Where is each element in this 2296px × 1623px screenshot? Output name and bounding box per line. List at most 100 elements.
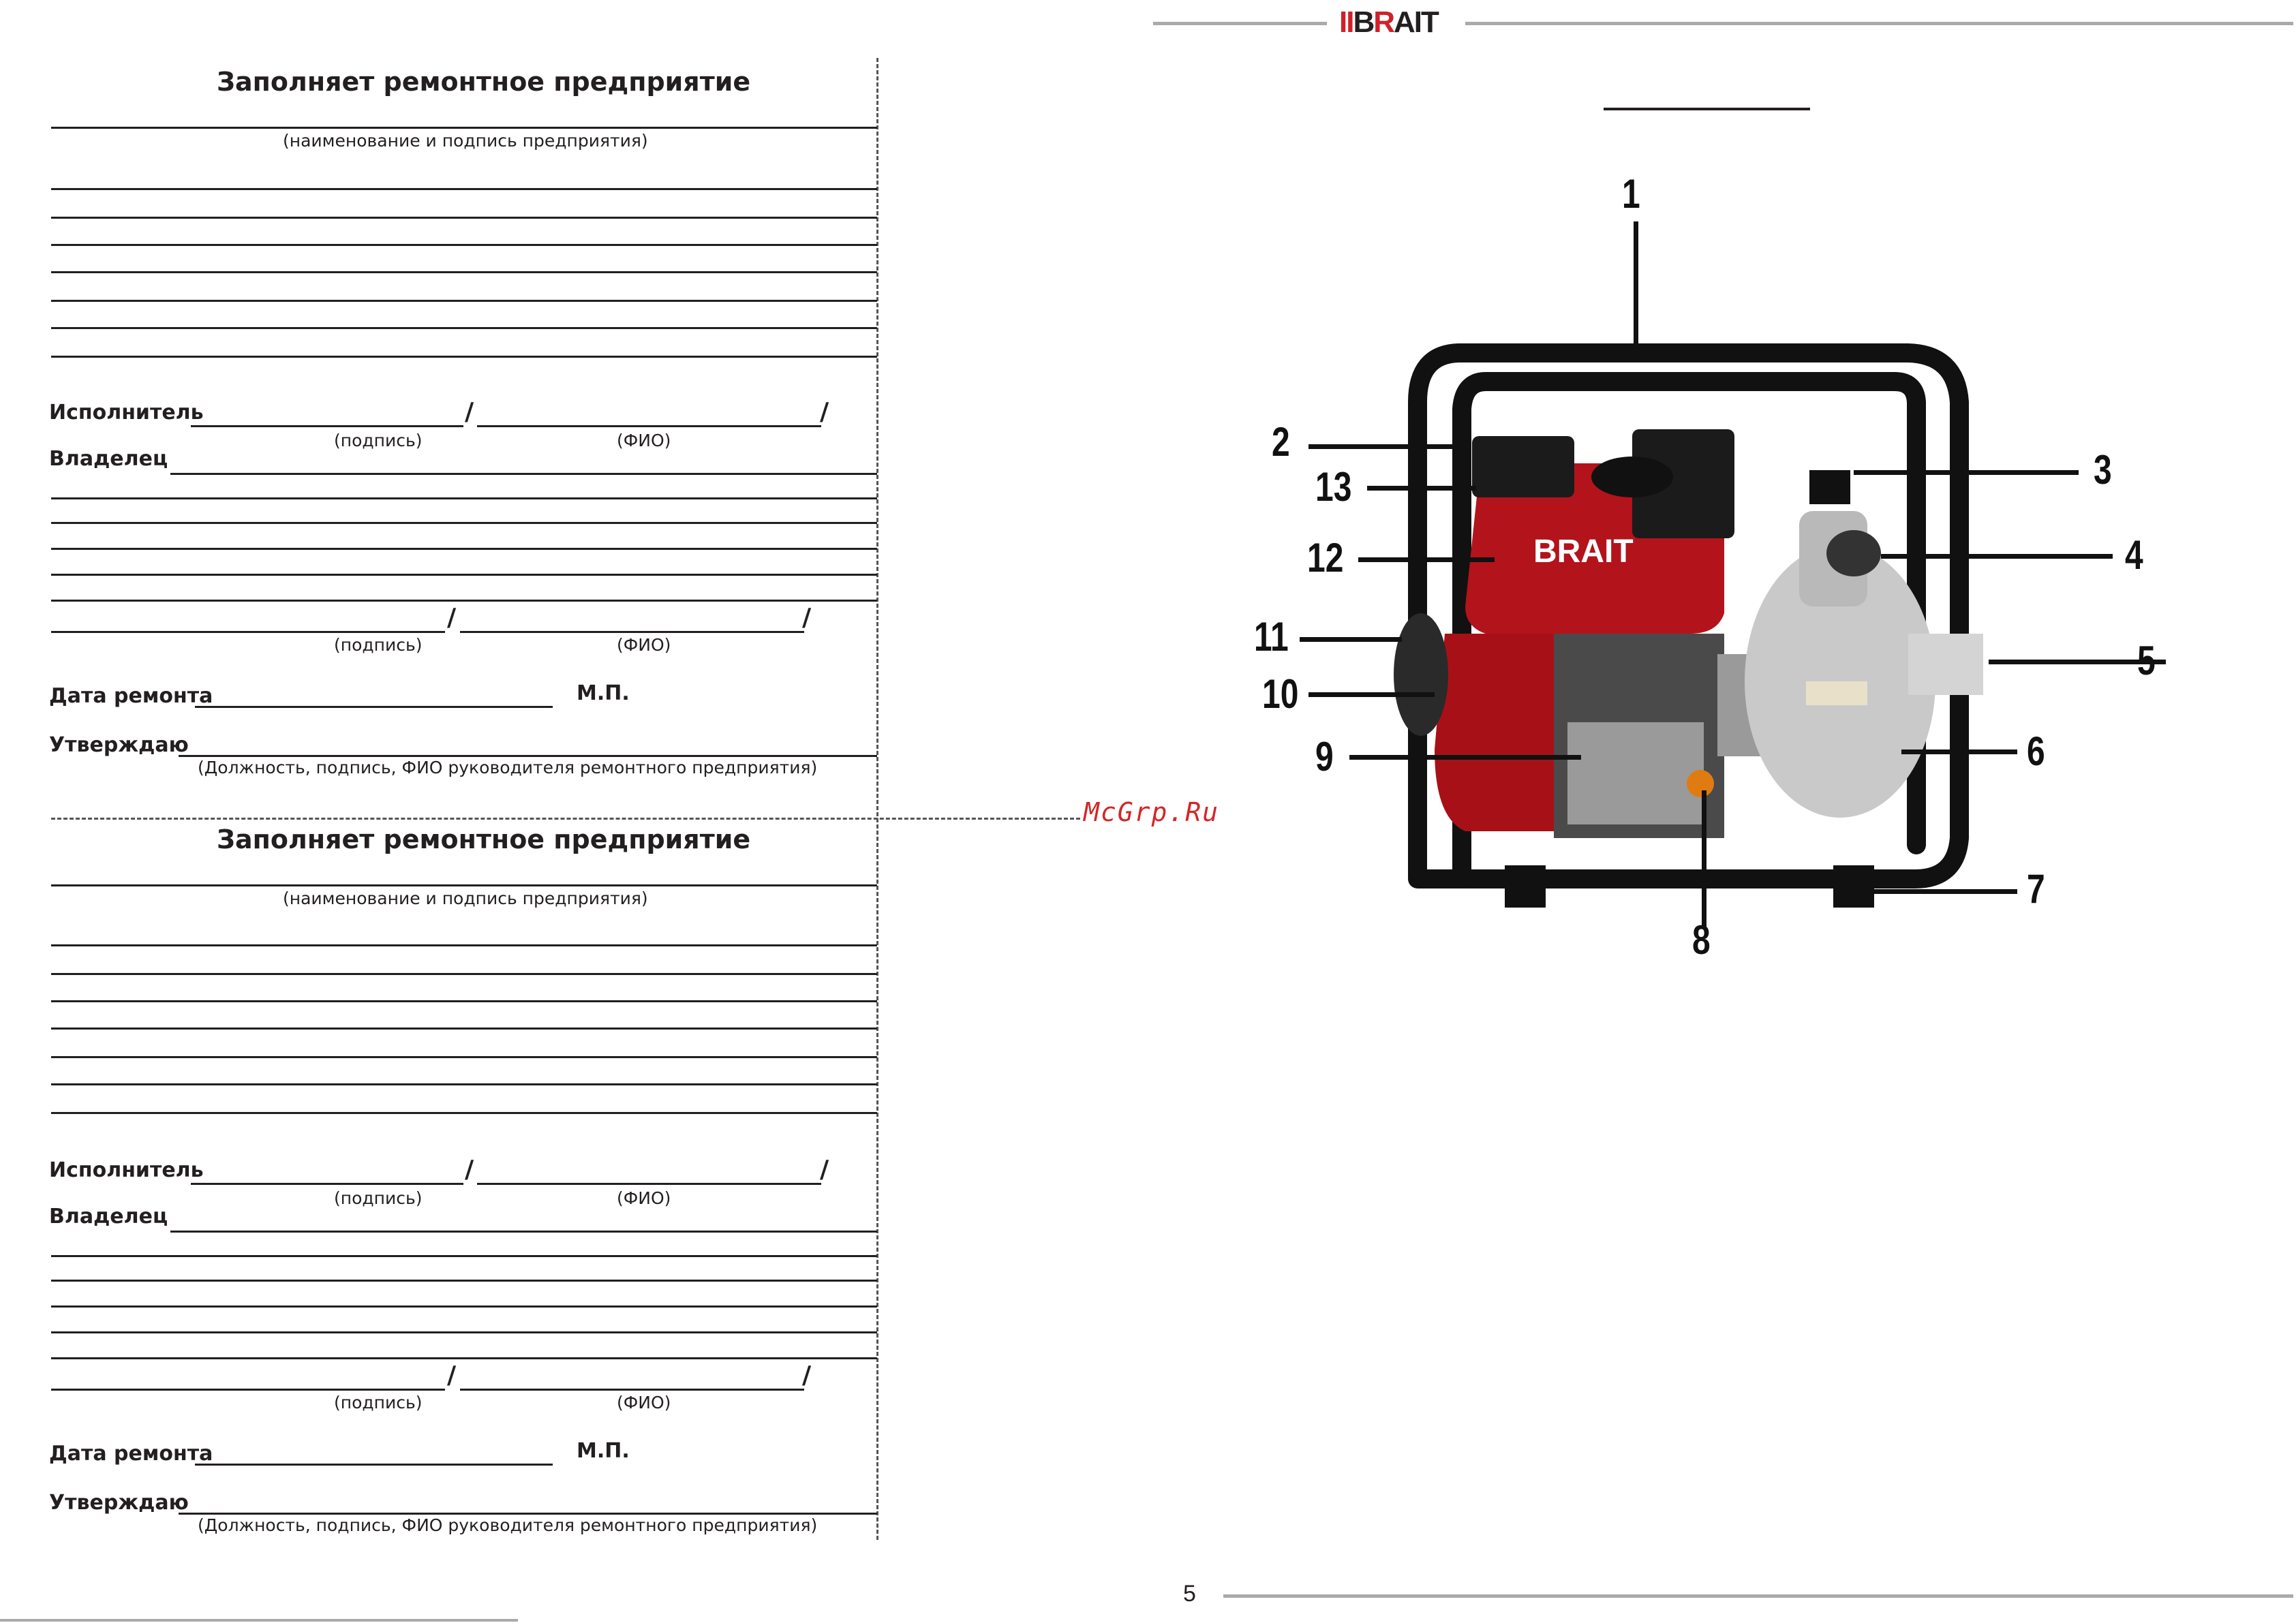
frame xyxy=(1408,343,1969,888)
executor-signature-field[interactable] xyxy=(191,1183,463,1185)
pump-housing xyxy=(1745,545,1935,818)
repair-date-label: Дата ремонта xyxy=(49,1442,213,1466)
approve-field[interactable] xyxy=(179,1513,877,1515)
form-line[interactable] xyxy=(51,1357,877,1359)
slash: / xyxy=(802,604,812,632)
form-line[interactable] xyxy=(51,244,877,246)
form-line[interactable] xyxy=(51,574,877,576)
leader-2 xyxy=(1308,444,1458,449)
header-rule-right xyxy=(1465,22,2293,25)
form-line[interactable] xyxy=(51,271,877,273)
owner-name-field[interactable] xyxy=(460,1389,804,1391)
form-line[interactable] xyxy=(51,600,877,602)
callout-8: 8 xyxy=(1692,917,1711,963)
priming-cap xyxy=(1809,470,1850,504)
approve-field[interactable] xyxy=(179,755,877,757)
fio-hint: (ФИО) xyxy=(617,431,671,450)
callout-2: 2 xyxy=(1272,419,1290,465)
repair-date-field[interactable] xyxy=(195,706,553,708)
repair-date-label: Дата ремонта xyxy=(49,684,213,708)
form-line[interactable] xyxy=(51,973,877,975)
owner-signature-field[interactable] xyxy=(51,631,445,633)
form-line[interactable] xyxy=(51,1027,877,1030)
form-title: Заполняет ремонтное предприятие xyxy=(217,67,751,97)
callout-4: 4 xyxy=(2125,532,2143,578)
cut-line-vertical xyxy=(876,58,878,1540)
form-line[interactable] xyxy=(51,1305,877,1308)
callout-6: 6 xyxy=(2027,728,2045,774)
signature-hint: (подпись) xyxy=(334,1188,423,1208)
foot-left xyxy=(1505,865,1546,908)
form-line[interactable] xyxy=(51,1056,877,1058)
slash: / xyxy=(820,1156,829,1184)
leader-12 xyxy=(1358,557,1495,562)
cut-line-horizontal xyxy=(51,818,1080,820)
form-line[interactable] xyxy=(51,1112,877,1114)
name-hint: (наименование и подпись предприятия) xyxy=(283,131,648,151)
air-filter xyxy=(1632,429,1734,538)
signature-hint: (подпись) xyxy=(334,1393,423,1412)
approve-label: Утверждаю xyxy=(49,1491,189,1515)
leader-6 xyxy=(1901,749,2017,754)
figure-heading-rule xyxy=(1604,108,1810,110)
callout-12: 12 xyxy=(1307,535,1344,581)
repair-date-field[interactable] xyxy=(195,1464,553,1466)
owner-field[interactable] xyxy=(170,473,877,475)
form-line[interactable] xyxy=(51,522,877,524)
leader-1 xyxy=(1634,221,1638,351)
form-line[interactable] xyxy=(51,884,877,886)
leader-8 xyxy=(1702,790,1706,927)
engine-block xyxy=(1435,634,1724,831)
brand-logo: IIBRAIT xyxy=(1339,5,1439,39)
callout-13: 13 xyxy=(1315,464,1352,510)
stamp-label: М.П. xyxy=(577,1439,630,1463)
form-line[interactable] xyxy=(51,1280,877,1282)
crankcase xyxy=(1554,634,1724,838)
slash: / xyxy=(820,398,829,426)
callout-7: 7 xyxy=(2027,866,2045,912)
form-line[interactable] xyxy=(51,1331,877,1333)
owner-label: Владелец xyxy=(49,447,168,471)
form-line[interactable] xyxy=(51,127,877,129)
leader-13 xyxy=(1367,486,1476,491)
slash: / xyxy=(447,604,457,632)
signature-hint: (подпись) xyxy=(334,431,423,450)
oil-cap xyxy=(1687,770,1714,797)
owner-signature-field[interactable] xyxy=(51,1389,445,1391)
owner-field[interactable] xyxy=(170,1231,877,1233)
owner-label: Владелец xyxy=(49,1205,168,1228)
fuel-cap xyxy=(1591,457,1673,497)
leader-11 xyxy=(1300,637,1402,642)
stamp-label: М.П. xyxy=(577,681,630,705)
owner-name-field[interactable] xyxy=(460,631,804,633)
fuel-tank xyxy=(1465,463,1724,634)
leader-7 xyxy=(1840,889,2017,894)
callout-11: 11 xyxy=(1254,614,1289,660)
name-hint: (наименование и подпись предприятия) xyxy=(283,888,648,908)
executor-name-field[interactable] xyxy=(477,1183,821,1185)
leader-9 xyxy=(1349,755,1581,760)
form-line[interactable] xyxy=(51,188,877,190)
form-line[interactable] xyxy=(51,217,877,219)
form-line[interactable] xyxy=(51,1083,877,1085)
callout-3: 3 xyxy=(2094,447,2112,493)
form-line[interactable] xyxy=(51,1000,877,1002)
form-line[interactable] xyxy=(51,1255,877,1257)
form-line[interactable] xyxy=(51,548,877,550)
form-line[interactable] xyxy=(51,497,877,499)
executor-name-field[interactable] xyxy=(477,425,821,427)
form-line[interactable] xyxy=(51,300,877,302)
callout-10: 10 xyxy=(1262,671,1299,717)
slash: / xyxy=(802,1361,812,1389)
suction-port-opening xyxy=(1826,530,1881,576)
form-line[interactable] xyxy=(51,944,877,946)
executor-signature-field[interactable] xyxy=(191,425,463,427)
logo-mark: II xyxy=(1339,5,1354,39)
approve-hint: (Должность, подпись, ФИО руководителя ре… xyxy=(198,1515,818,1535)
outlet-pipe xyxy=(1908,634,1983,695)
fio-hint: (ФИО) xyxy=(617,1188,671,1208)
executor-label: Исполнитель xyxy=(49,1158,204,1182)
form-line[interactable] xyxy=(51,327,877,329)
callout-1: 1 xyxy=(1622,171,1640,217)
form-line[interactable] xyxy=(51,356,877,358)
